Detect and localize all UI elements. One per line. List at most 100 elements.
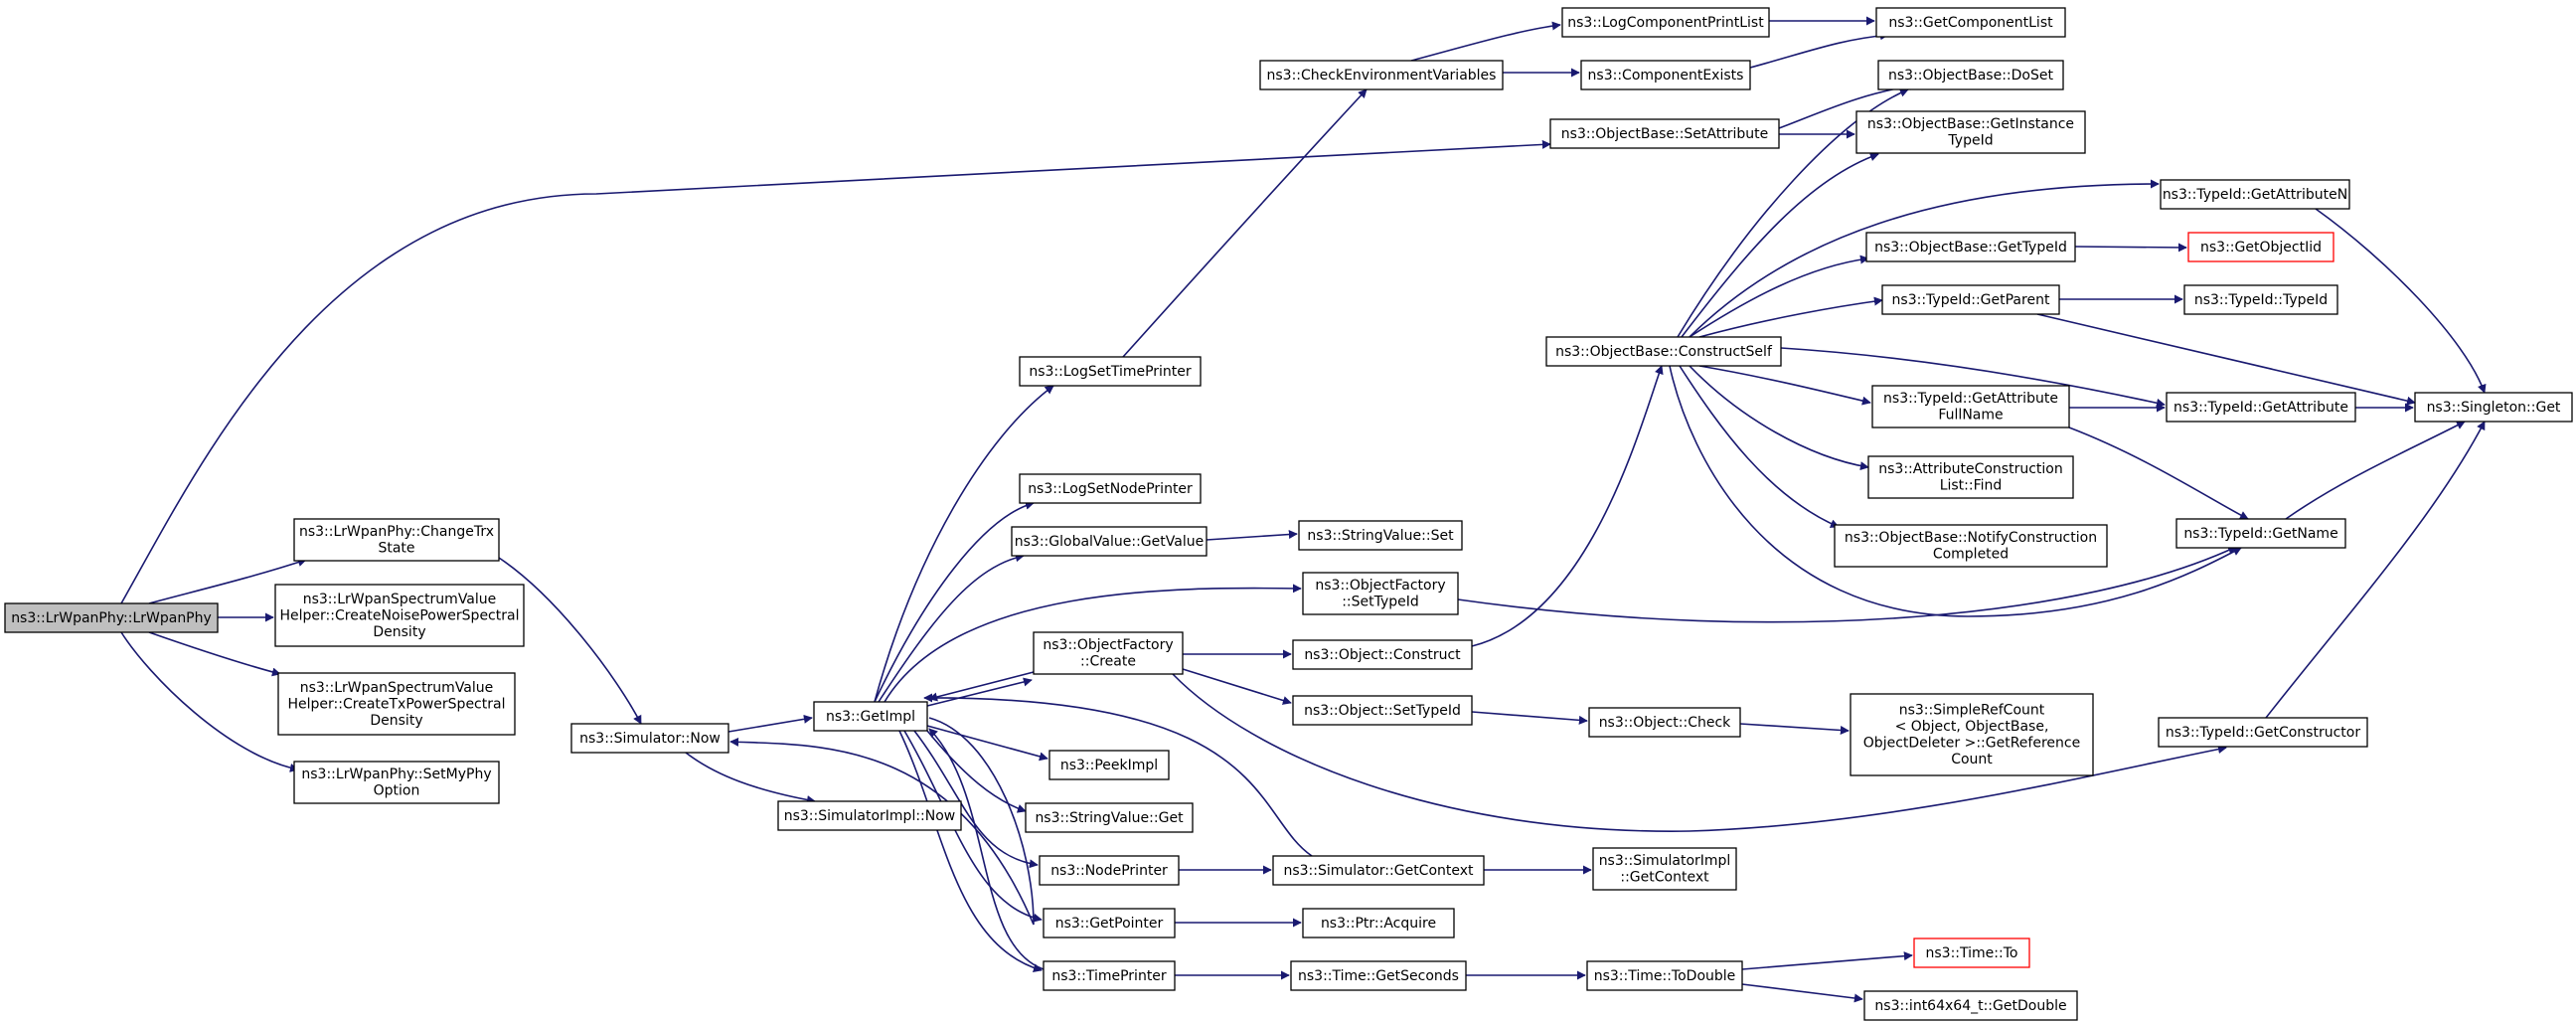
edge-getimpl-to-ofcreate (926, 677, 1033, 707)
node-tidgetconstr[interactable]: ns3::TypeId::GetConstructor (2158, 717, 2368, 748)
node-box (2175, 518, 2346, 549)
node-label-line: ns3::GetPointer (1055, 916, 1164, 932)
node-box (1272, 855, 1485, 886)
node-obdoset[interactable]: ns3::ObjectBase::DoSet (1877, 60, 2064, 90)
node-tidtypeid[interactable]: ns3::TypeId::TypeId (2183, 284, 2338, 315)
node-txpsd[interactable]: ns3::LrWpanSpectrumValueHelper::CreateTx… (277, 672, 516, 736)
edge-logsettime-to-checkenv (1122, 88, 1368, 358)
node-box (293, 761, 500, 804)
edge-getimpl-to-svget (926, 730, 1027, 813)
node-obconstructself[interactable]: ns3::ObjectBase::ConstructSelf (1545, 336, 1782, 367)
node-tidgetname[interactable]: ns3::TypeId::GetName (2175, 518, 2346, 549)
node-getcomplist[interactable]: ns3::GetComponentList (1875, 7, 2066, 38)
node-tidgetparent[interactable]: ns3::TypeId::GetParent (1881, 284, 2060, 315)
node-svset[interactable]: ns3::StringValue::Set (1298, 520, 1463, 551)
node-box (2166, 392, 2356, 423)
node-box (1875, 7, 2066, 38)
edge-gvget-to-svset (1206, 530, 1298, 541)
node-getobjectiid[interactable]: ns3::GetObjectIid (2187, 232, 2334, 262)
node-label-line: ns3::NodePrinter (1050, 863, 1168, 879)
node-label-line: ns3::TypeId::TypeId (2194, 292, 2328, 308)
node-label-line: ns3::ObjectBase::SetAttribute (1561, 126, 1768, 142)
edge-obconstructself-to-tidgetattrn (1689, 179, 2160, 338)
node-logsetnode[interactable]: ns3::LogSetNodePrinter (1019, 473, 1202, 504)
node-timetodouble[interactable]: ns3::Time::ToDouble (1586, 960, 1743, 991)
node-root[interactable]: ns3::LrWpanPhy::LrWpanPhy (4, 602, 219, 633)
node-label-line: FullName (1938, 408, 2003, 424)
node-obnotify[interactable]: ns3::ObjectBase::NotifyConstructionCompl… (1834, 524, 2108, 568)
node-tidgetattrn[interactable]: ns3::TypeId::GetAttributeN (2160, 179, 2350, 210)
node-box (2187, 232, 2334, 262)
edge-obconstructself-to-tidgetparent (1698, 296, 1883, 338)
node-int64getdouble[interactable]: ns3::int64x64_t::GetDouble (1863, 990, 2078, 1021)
node-timegetsec[interactable]: ns3::Time::GetSeconds (1290, 960, 1467, 991)
node-simimplnow[interactable]: ns3::SimulatorImpl::Now (777, 800, 962, 831)
edge-ofcreate-to-objsettypeid (1182, 668, 1292, 705)
node-singletonget[interactable]: ns3::Singleton::Get (2414, 392, 2573, 423)
node-box (813, 701, 928, 732)
node-box (1259, 60, 1504, 90)
edge-getimpl-to-logsetnode (874, 500, 1035, 703)
node-box (1586, 960, 1743, 991)
node-logsettime[interactable]: ns3::LogSetTimePrinter (1019, 356, 1202, 387)
node-tidgetattr[interactable]: ns3::TypeId::GetAttribute (2166, 392, 2356, 423)
node-peekimpl[interactable]: ns3::PeekImpl (1048, 750, 1170, 780)
node-box (1298, 520, 1463, 551)
node-ofsettypeid[interactable]: ns3::ObjectFactory::SetTypeId (1302, 572, 1459, 615)
node-objcheck[interactable]: ns3::Object::Check (1588, 707, 1741, 738)
edge-obgettypeid-to-getobjectiid (2074, 243, 2187, 253)
node-label-line: ns3::LrWpanPhy::LrWpanPhy (11, 610, 212, 626)
edge-compexists-to-getcomplist (1749, 31, 1889, 69)
node-timeto[interactable]: ns3::Time::To (1913, 938, 2030, 968)
node-simnow[interactable]: ns3::Simulator::Now (570, 723, 729, 754)
node-objconstruct[interactable]: ns3::Object::Construct (1292, 639, 1473, 670)
edge-tidgetconstr-to-singletonget (2265, 421, 2486, 719)
edge-getimpl-to-timeprinter (898, 730, 1043, 973)
node-label-line: ns3::TypeId::GetAttribute (1883, 391, 2058, 407)
node-simimplgetctx[interactable]: ns3::SimulatorImpl::GetContext (1592, 847, 1737, 891)
edge-obconstructself-to-obdoset (1677, 88, 1909, 338)
node-box (1867, 455, 2074, 499)
node-obgettypeid[interactable]: ns3::ObjectBase::GetTypeId (1865, 232, 2076, 262)
node-gvget[interactable]: ns3::GlobalValue::GetValue (1011, 526, 1208, 557)
node-label-line: ns3::Object::Construct (1304, 647, 1461, 663)
node-nodeprinter[interactable]: ns3::NodePrinter (1039, 855, 1180, 886)
node-ptracquire[interactable]: ns3::Ptr::Acquire (1302, 908, 1455, 938)
node-label-line: Density (373, 624, 425, 640)
node-getimpl[interactable]: ns3::GetImpl (813, 701, 928, 732)
edge-tidgetname-to-singletonget (2285, 421, 2466, 520)
node-label-line: ns3::AttributeConstruction (1878, 461, 2062, 477)
node-box (1033, 631, 1184, 675)
node-simplerefcount[interactable]: ns3::SimpleRefCount< Object, ObjectBase,… (1850, 693, 2094, 776)
node-label-line: ns3::ObjectBase::GetTypeId (1874, 240, 2067, 256)
node-box (1039, 855, 1180, 886)
node-compexists[interactable]: ns3::ComponentExists (1580, 60, 1751, 90)
node-logcompprint[interactable]: ns3::LogComponentPrintList (1561, 7, 1770, 38)
edge-objcheck-to-simplerefcount (1739, 723, 1850, 735)
node-noise[interactable]: ns3::LrWpanSpectrumValueHelper::CreateNo… (274, 584, 525, 647)
node-label-line: ns3::ObjectBase::NotifyConstruction (1845, 530, 2097, 546)
edge-checkenv-to-logcompprint (1410, 21, 1561, 62)
node-checkenv[interactable]: ns3::CheckEnvironmentVariables (1259, 60, 1504, 90)
node-obsetattr[interactable]: ns3::ObjectBase::SetAttribute (1549, 118, 1780, 149)
edge-obconstructself-to-attrconstr (1689, 365, 1869, 471)
node-box (1865, 232, 2076, 262)
node-box (777, 800, 962, 831)
node-getpointer[interactable]: ns3::GetPointer (1043, 908, 1176, 938)
edge-getimpl-to-logsettime (874, 385, 1054, 703)
node-ofcreate[interactable]: ns3::ObjectFactory::Create (1033, 631, 1184, 675)
node-label-line: ns3::GetComponentList (1888, 15, 2053, 31)
node-simgetctx[interactable]: ns3::Simulator::GetContext (1272, 855, 1485, 886)
node-svget[interactable]: ns3::StringValue::Get (1025, 802, 1194, 833)
node-label-line: ns3::LrWpanSpectrumValue (303, 592, 497, 607)
node-timeprinter[interactable]: ns3::TimePrinter (1043, 960, 1176, 991)
node-label-line: ns3::LogSetNodePrinter (1028, 481, 1193, 497)
node-label-line: ns3::CheckEnvironmentVariables (1267, 68, 1497, 84)
node-box (1834, 524, 2108, 568)
node-objsettypeid[interactable]: ns3::Object::SetTypeId (1292, 695, 1473, 726)
